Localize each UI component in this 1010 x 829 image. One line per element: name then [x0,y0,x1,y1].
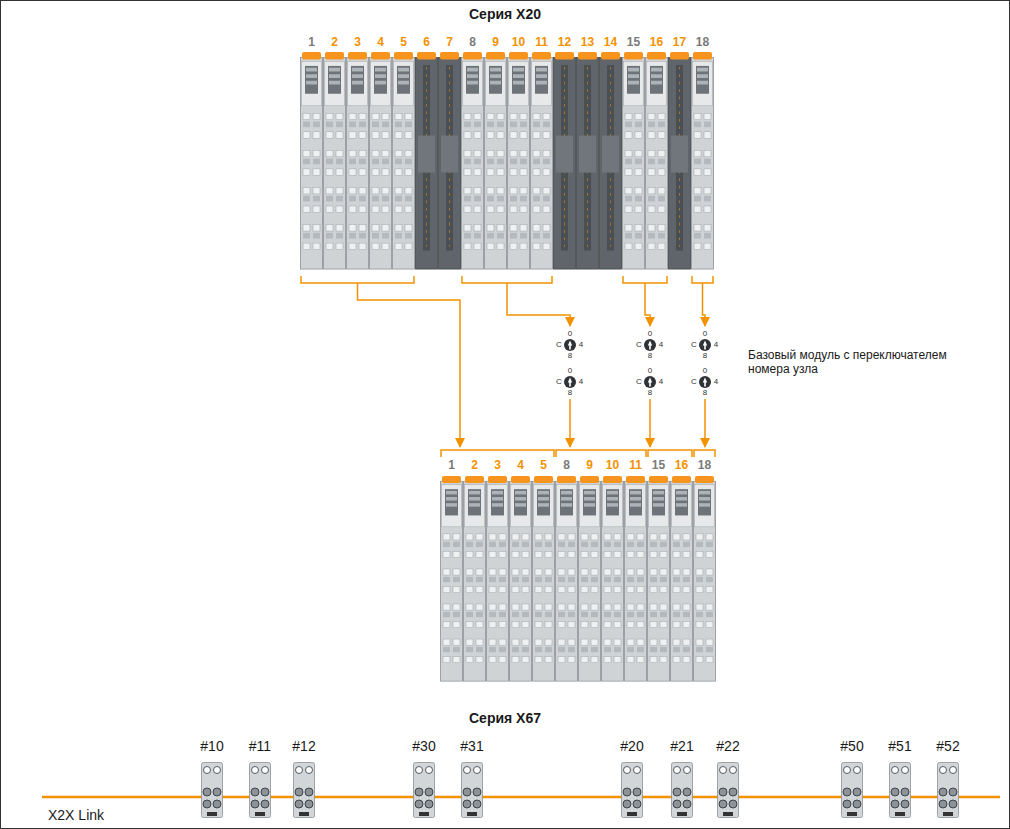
switch-digit: 8 [568,351,572,360]
switch-digit: C [691,340,697,349]
node-number-switches [564,339,711,388]
switch-digit: C [636,340,642,349]
slot-number: 10 [512,36,525,50]
switch-digit: C [556,377,562,386]
slot-number: 18 [696,36,709,50]
node-number: #30 [412,738,435,754]
switch-digit: 4 [714,377,718,386]
switch-digit: 0 [568,329,572,338]
switch-digit: 0 [703,329,707,338]
slot-number: 6 [423,36,430,50]
node-number: #52 [936,738,959,754]
node-number: #31 [460,738,483,754]
switch-digit: 0 [568,366,572,375]
node-number: #21 [670,738,693,754]
node-number: #22 [716,738,739,754]
switch-digit: 8 [648,388,652,397]
switch-digit: 4 [579,340,583,349]
switch-digit: C [636,377,642,386]
switch-note: Базовый модуль с переключателем номера у… [748,349,948,377]
slot-number: 10 [606,459,619,473]
x67-modules [202,763,959,818]
slot-number: 4 [517,459,524,473]
slot-number: 16 [675,459,688,473]
switch-digit: 4 [579,377,583,386]
series-title: Серия X20 [469,6,541,22]
node-number: #20 [620,738,643,754]
slot-number: 8 [563,459,570,473]
slot-number: 8 [469,36,476,50]
switch-digit: 4 [659,340,663,349]
slot-number: 14 [604,36,617,50]
node-number: #51 [888,738,911,754]
switch-digit: 8 [648,351,652,360]
slot-number: 5 [540,459,547,473]
slot-number: 15 [627,36,640,50]
switch-digit: C [556,340,562,349]
series-title: Серия X67 [469,710,541,726]
slot-number: 16 [650,36,663,50]
switch-digit: C [691,377,697,386]
switch-digit: 0 [648,329,652,338]
slot-number: 3 [354,36,361,50]
node-number: #50 [840,738,863,754]
switch-digit: 8 [703,351,707,360]
node-number: #11 [249,738,271,754]
switch-digit: 0 [648,366,652,375]
switch-digit: 0 [703,366,707,375]
slot-number: 4 [377,36,384,50]
slot-number: 12 [558,36,571,50]
slot-number: 13 [581,36,594,50]
slot-number: 5 [400,36,407,50]
slot-number: 1 [308,36,315,50]
switch-digit: 8 [568,388,572,397]
bus-label: X2X Link [48,807,104,823]
slot-number: 9 [492,36,499,50]
slot-number: 9 [586,459,593,473]
x20-top-row [301,52,714,269]
node-number: #12 [292,738,315,754]
slot-number: 11 [535,36,548,50]
x20-bottom-row [441,476,716,681]
switch-digit: 4 [714,340,718,349]
slot-number: 1 [448,459,455,473]
slot-number: 18 [698,459,711,473]
slot-number: 15 [652,459,665,473]
node-number: #10 [200,738,223,754]
slot-number: 3 [494,459,501,473]
slot-number: 2 [331,36,338,50]
slot-number: 2 [471,459,478,473]
slot-number: 11 [629,459,642,473]
slot-number: 17 [673,36,686,50]
switch-digit: 8 [703,388,707,397]
switch-digit: 4 [659,377,663,386]
group-brackets [301,276,715,457]
slot-number: 7 [446,36,453,50]
